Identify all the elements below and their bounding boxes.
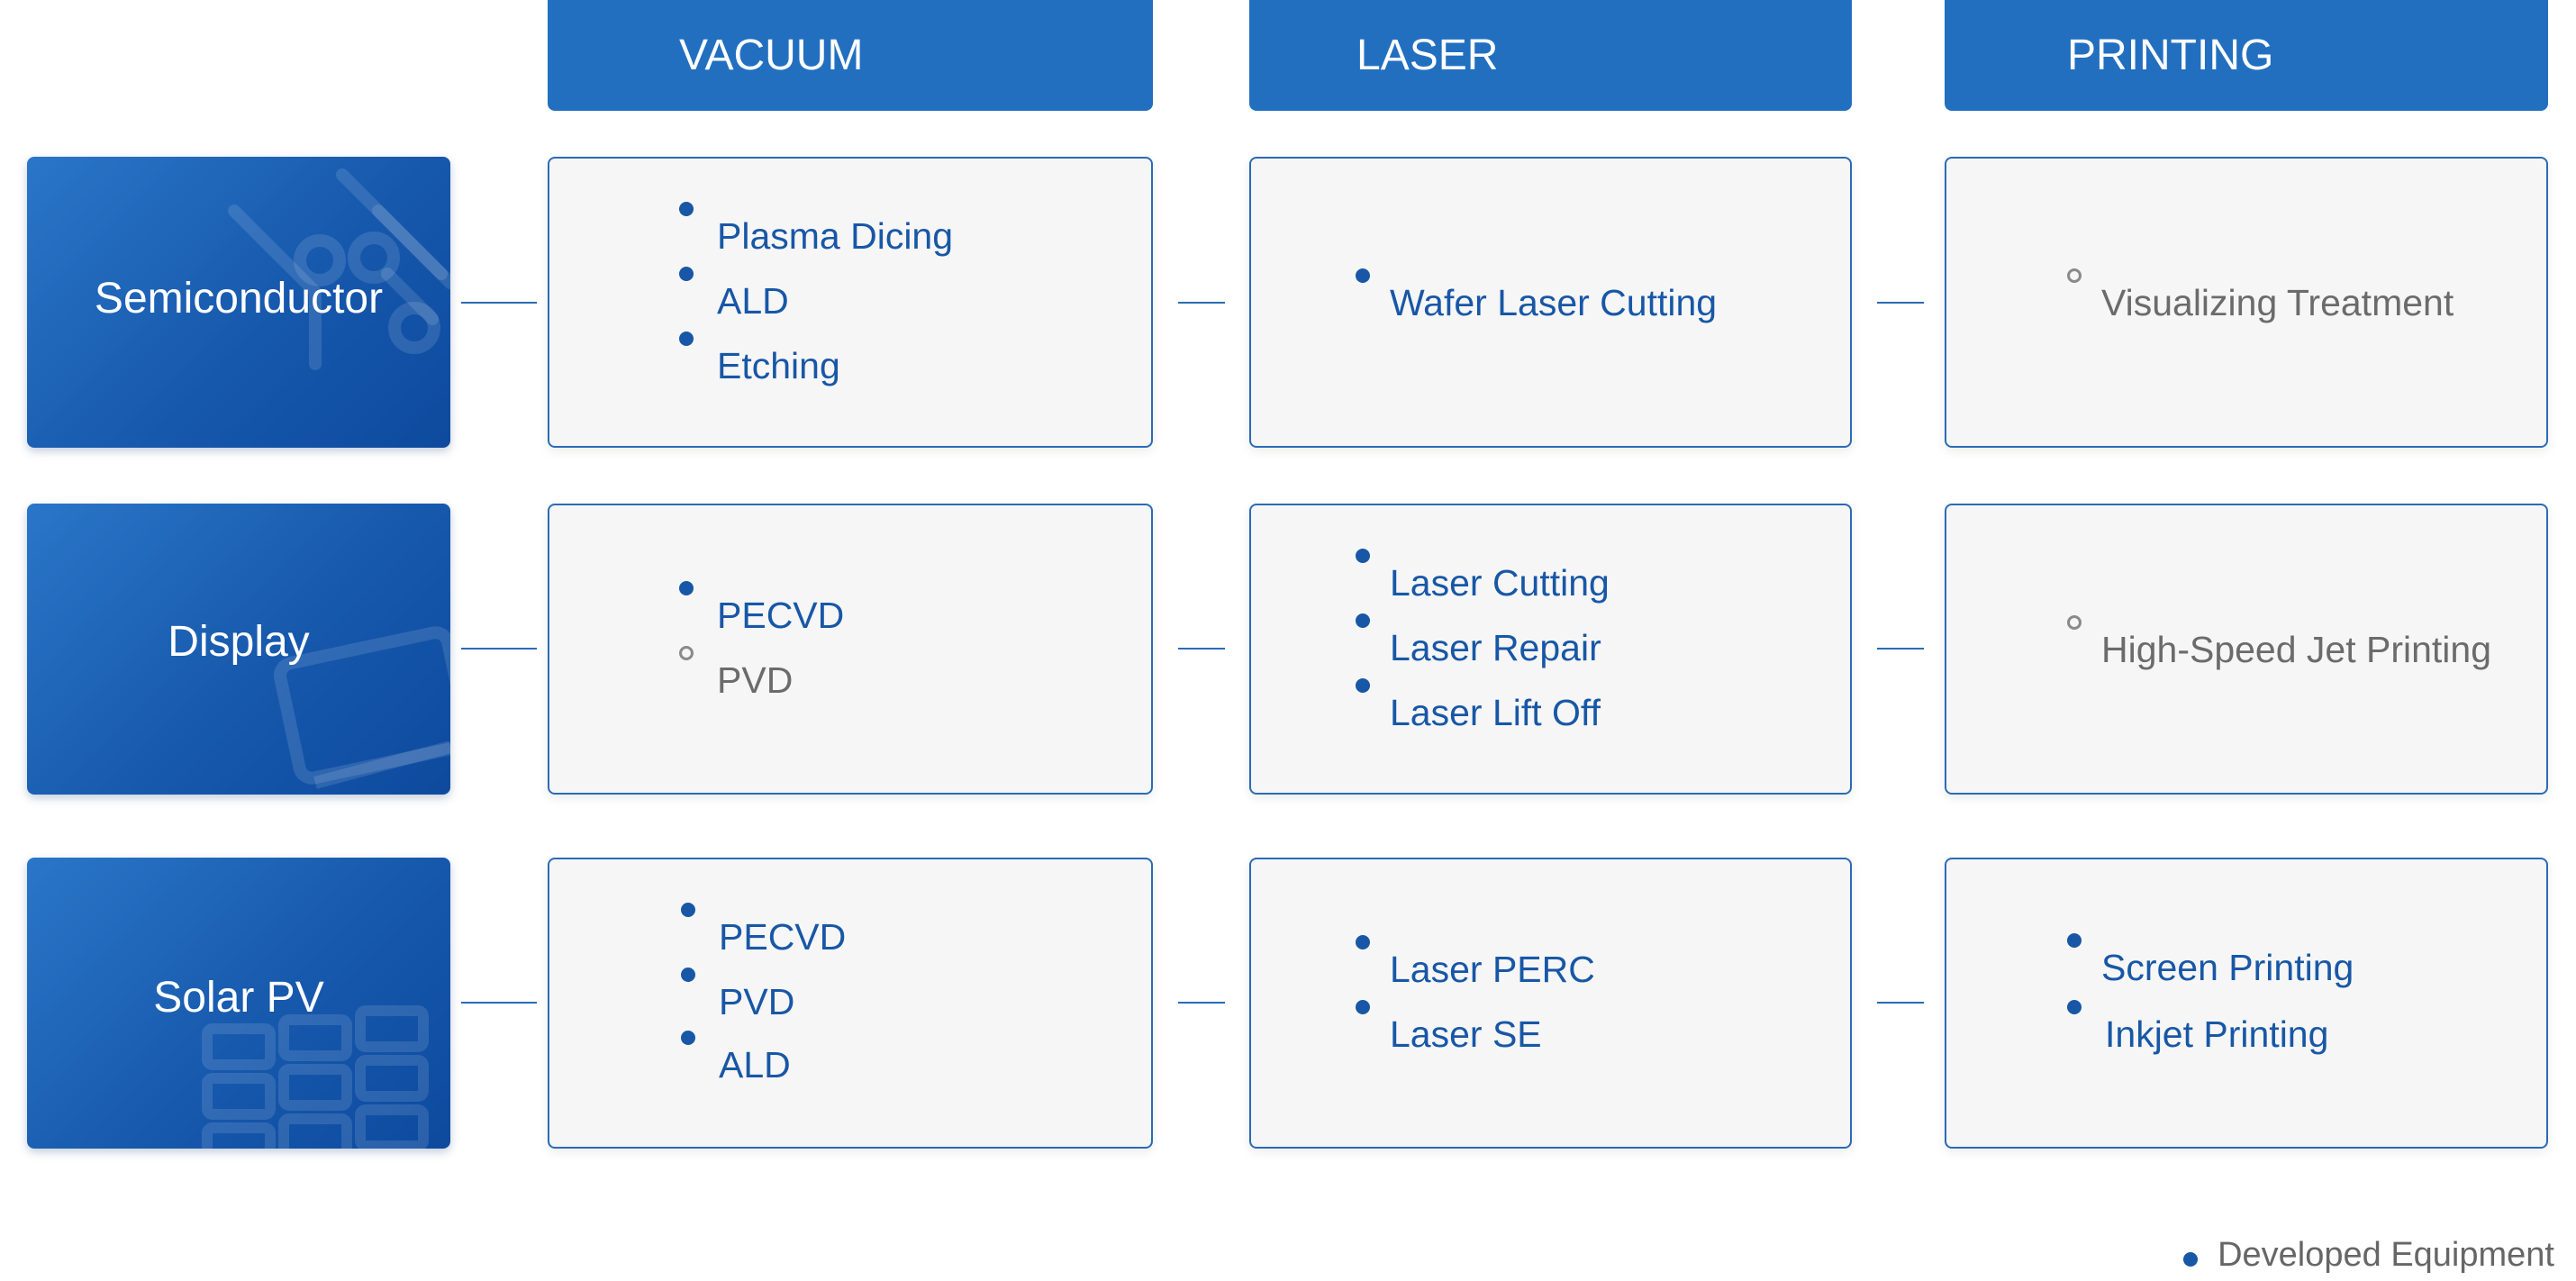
- equipment-box-display-printing: High-Speed Jet Printing: [1945, 504, 2548, 795]
- equipment-box-solar-pv-printing: Screen Printing Inkjet Printing: [1945, 858, 2548, 1149]
- developed-bullet-icon: [1356, 678, 1370, 693]
- category-label: Semiconductor: [94, 275, 384, 323]
- category-label: Display: [168, 618, 310, 666]
- developed-bullet-icon: [679, 267, 694, 281]
- category-label: Solar PV: [153, 974, 324, 1022]
- connector-line: [1178, 302, 1225, 304]
- column-header-laser: LASER: [1249, 0, 1852, 111]
- column-header-label: VACUUM: [679, 32, 864, 79]
- developed-bullet-icon: [2067, 933, 2082, 948]
- legend-label: Developed Equipment: [2218, 1236, 2554, 1274]
- equipment-box-semiconductor-vacuum: Plasma Dicing ALD Etching: [548, 157, 1153, 448]
- in-development-bullet-icon: [679, 646, 694, 660]
- monitor-icon: [274, 626, 450, 789]
- developed-bullet-icon: [1356, 1000, 1370, 1014]
- column-header-label: PRINTING: [2067, 32, 2274, 79]
- equipment-box-semiconductor-laser: Wafer Laser Cutting: [1249, 157, 1852, 448]
- developed-bullet-icon: [1356, 935, 1370, 949]
- legend-developed: Developed Equipment: [2183, 1236, 2554, 1275]
- connector-line: [461, 302, 537, 304]
- column-header-vacuum: VACUUM: [548, 0, 1153, 111]
- category-solar-pv: Solar PV: [27, 858, 450, 1149]
- equipment-box-semiconductor-printing: Visualizing Treatment: [1945, 157, 2548, 448]
- connector-line: [461, 1002, 537, 1004]
- developed-bullet-icon: [1356, 613, 1370, 628]
- developed-bullet-icon: [1356, 268, 1370, 283]
- equipment-box-display-vacuum: PECVD PVD: [548, 504, 1153, 795]
- in-development-bullet-icon: [2067, 268, 2082, 283]
- connector-line: [1877, 648, 1924, 650]
- developed-bullet-icon: [1356, 549, 1370, 563]
- category-display: Display: [27, 504, 450, 795]
- column-header-printing: PRINTING: [1945, 0, 2548, 111]
- developed-bullet-icon: [679, 581, 694, 595]
- equipment-box-solar-pv-laser: Laser PERC Laser SE: [1249, 858, 1852, 1149]
- solar-panel-icon: [202, 1005, 429, 1149]
- developed-bullet-icon: [2183, 1252, 2199, 1267]
- developed-bullet-icon: [679, 332, 694, 346]
- developed-bullet-icon: [2067, 1000, 2082, 1014]
- connector-line: [1178, 1002, 1225, 1004]
- equipment-box-solar-pv-vacuum: PECVD PVD ALD: [548, 858, 1153, 1149]
- developed-bullet-icon: [679, 202, 694, 216]
- column-header-label: LASER: [1356, 32, 1499, 79]
- developed-bullet-icon: [681, 968, 695, 982]
- connector-line: [1877, 302, 1924, 304]
- circuit-icon: [228, 168, 450, 370]
- equipment-box-display-laser: Laser Cutting Laser Repair Laser Lift Of…: [1249, 504, 1852, 795]
- developed-bullet-icon: [681, 1031, 695, 1045]
- category-semiconductor: Semiconductor: [27, 157, 450, 448]
- in-development-bullet-icon: [2067, 615, 2082, 630]
- connector-line: [1877, 1002, 1924, 1004]
- developed-bullet-icon: [681, 903, 695, 917]
- connector-line: [461, 648, 537, 650]
- connector-line: [1178, 648, 1225, 650]
